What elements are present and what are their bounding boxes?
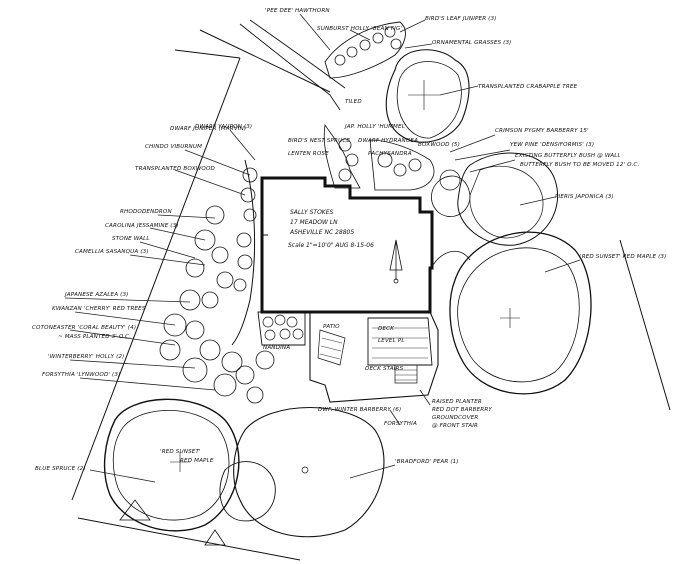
level-label: LEVEL PL — [378, 338, 405, 344]
label-jap-holly: JAP. HOLLY 'HUMMEL' — [344, 124, 407, 130]
label-blue-spruce: BLUE SPRUCE (2) — [35, 466, 86, 472]
label-raised-planter-2: RED DOT BARBERRY — [432, 407, 492, 413]
nandina-label: NANDINA — [263, 345, 290, 351]
label-bird-leaf-juniper: BIRD'S LEAF JUNIPER (3) — [425, 16, 497, 22]
label-butterfly-note: BUTTERFLY BUSH TO BE MOVED 12' O.C. — [520, 162, 639, 168]
red-maple-right — [429, 231, 592, 395]
pieris-trees — [431, 152, 559, 246]
top-bed — [324, 21, 406, 79]
bradford-pear — [219, 407, 385, 538]
crabapple-tree — [385, 49, 470, 143]
driveway-path — [239, 19, 346, 111]
label-raised-planter-3: GROUNDCOVER — [432, 415, 478, 421]
north-arrow-icon — [389, 239, 403, 284]
label-sunburst-holly: SUNBURST HOLLY 'BEAN FIG' — [317, 26, 402, 32]
label-winterberry: 'WINTERBERRY' HOLLY (2) — [48, 354, 125, 360]
label-red-maple-bottom: 'RED SUNSET' — [160, 449, 201, 455]
patio-label: PATIO — [323, 324, 340, 330]
label-dwarf-hydrangea: DWARF HYDRANGEA — [358, 138, 418, 144]
label-transplanted-boxwood: TRANSPLANTED BOXWOOD — [135, 166, 216, 172]
label-japanese-azalea: JAPANESE AZALEA (3) — [64, 292, 129, 298]
label-bradford-pear: 'BRADFORD' PEAR (1) — [395, 459, 459, 465]
label-forsythia: FORSYTHIA 'LYNWOOD' (3) — [42, 372, 120, 378]
label-pieris: PIERIS JAPONICA (3) — [555, 194, 614, 200]
label-cotoneaster: COTONEASTER 'CORAL BEAUTY' (4) — [32, 325, 136, 331]
label-transplanted-crabapple: TRANSPLANTED CRABAPPLE TREE — [478, 84, 578, 90]
label-red-maple-bottom-2: RED MAPLE — [180, 458, 214, 464]
left-plantings — [159, 159, 275, 404]
deck-stairs-label: DECK STAIRS — [365, 366, 404, 372]
house: SALLY STOKES 17 MEADOW LN ASHEVILLE NC 2… — [260, 176, 434, 314]
label-chindo-viburnum: CHINDO VIBURNUM — [145, 144, 202, 150]
patio-deck: PATIO DECK LEVEL PL DECK STAIRS NANDINA — [263, 311, 439, 403]
label-birds-nest-spruce: BIRD'S NEST SPRUCE — [288, 138, 350, 144]
label-raised-planter: RAISED PLANTER — [432, 399, 482, 405]
plant-labels: 'PEE DEE' HAWTHORN SUNBURST HOLLY 'BEAN … — [32, 8, 666, 472]
label-cotoneaster-note: ~ MASS PLANTED 3' O.C. — [58, 334, 131, 340]
label-pachysandra: PACHYSANDRA — [368, 151, 412, 157]
label-camellia: CAMELLIA SASANQUA (3) — [75, 249, 149, 255]
label-kwanzan-cherry: KWANZAN 'CHERRY' RED TREES — [52, 306, 146, 312]
deck-label: DECK — [378, 326, 395, 332]
label-crimson-barberry: CRIMSON PYGMY BARBERRY 15' — [495, 128, 589, 134]
red-maple-bottom — [103, 398, 240, 532]
label-boxwood: BOXWOOD (5) — [418, 142, 460, 148]
label-rhododendron: RHODODENDRON — [120, 209, 172, 215]
owner-city: ASHEVILLE NC 28805 — [289, 229, 354, 236]
blue-spruce — [119, 499, 226, 546]
owner-street: 17 MEADOW LN — [290, 219, 338, 226]
label-forsythia-right: FORSYTHIA — [384, 421, 417, 427]
foundation-bed — [257, 311, 306, 346]
label-stone-wall: STONE WALL — [112, 236, 150, 242]
label-dwarf-yaupon: DWARF YAUPON (3) — [195, 124, 252, 130]
label-existing-butterfly-bush: EXISTING BUTTERFLY BUSH @ WALL — [515, 153, 621, 159]
label-carolina-jessamine: CAROLINA JESSAMINE (3) — [105, 223, 179, 229]
label-ornamental-grasses: ORNAMENTAL GRASSES (3) — [432, 40, 512, 46]
label-dwarf-juniper: DWARF JUNIPER (MARVIN) — [170, 126, 246, 132]
leader-lines — [64, 13, 581, 483]
label-pee-dee-hawthorn: 'PEE DEE' HAWTHORN — [265, 8, 330, 14]
owner-name: SALLY STOKES — [290, 209, 334, 216]
label-red-maple-right: 'RED SUNSET' RED MAPLE (3) — [580, 254, 666, 260]
scale-and-date: Scale 1"=10'0" AUG 8-15-06 — [288, 242, 374, 249]
label-tiled: TILED — [345, 99, 362, 105]
label-dwarf-barberry: DWF. WINTER BARBERRY (6) — [318, 407, 401, 413]
label-lenten-rose: LENTEN ROSE — [288, 151, 329, 157]
entry-beds — [323, 123, 435, 191]
label-yew-pine: YEW PINE 'DENSIFORMIS' (3) — [510, 142, 594, 148]
property-lines — [71, 29, 671, 561]
label-raised-planter-4: @ FRONT STAIR — [432, 423, 478, 429]
